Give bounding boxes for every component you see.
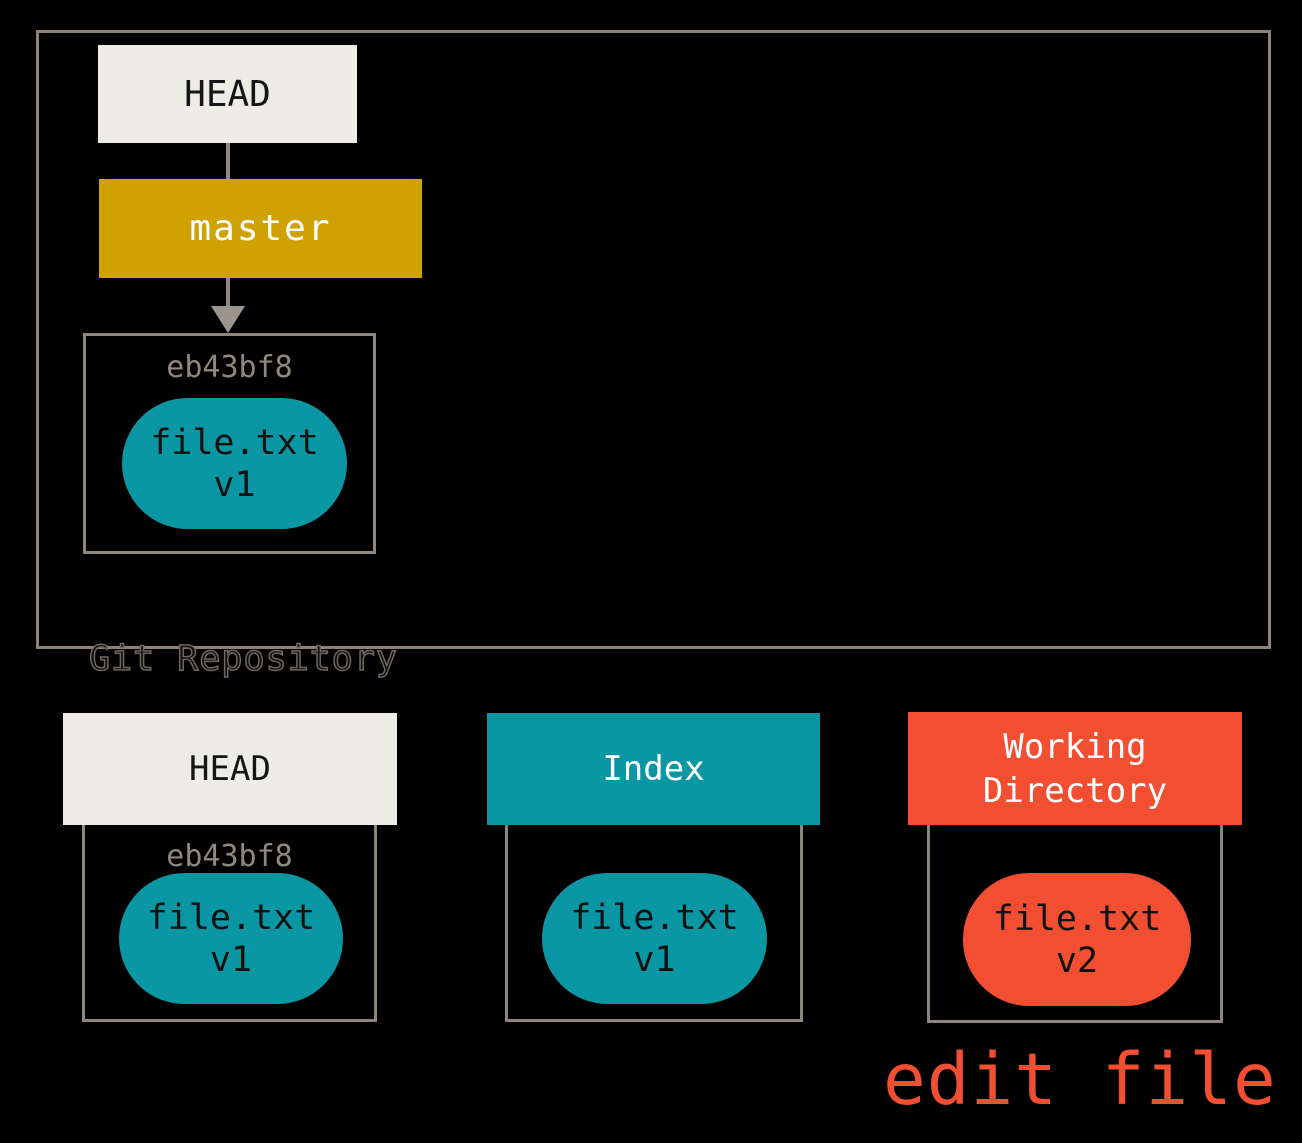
column-header-head: HEAD bbox=[63, 713, 397, 825]
commit-file-pill: file.txt v1 bbox=[122, 398, 347, 529]
file-version: v1 bbox=[213, 464, 256, 505]
file-name: file.txt bbox=[150, 422, 319, 463]
file-version: v1 bbox=[633, 939, 676, 980]
working-directory-file-pill: file.txt v2 bbox=[963, 873, 1191, 1006]
head-ref-box: HEAD bbox=[98, 45, 357, 143]
column-container-working-directory: file.txt v2 bbox=[927, 822, 1223, 1023]
column-header-index: Index bbox=[487, 713, 820, 825]
column-container-index: file.txt v1 bbox=[505, 822, 803, 1022]
commit-box: eb43bf8 file.txt v1 bbox=[83, 333, 376, 554]
head-file-pill: file.txt v1 bbox=[119, 873, 343, 1004]
commit-hash-label: eb43bf8 bbox=[166, 350, 293, 385]
file-version: v1 bbox=[209, 939, 253, 980]
file-name: file.txt bbox=[992, 898, 1162, 939]
arrowhead-down-icon bbox=[211, 306, 245, 333]
head-to-master-connector bbox=[226, 143, 230, 181]
index-file-pill: file.txt v1 bbox=[542, 873, 767, 1004]
master-to-commit-connector bbox=[226, 278, 230, 308]
column-container-head: eb43bf8 file.txt v1 bbox=[82, 822, 377, 1022]
column-header-working-directory: Working Directory bbox=[908, 712, 1242, 825]
file-name: file.txt bbox=[146, 897, 316, 938]
edit-file-caption: edit file bbox=[883, 1038, 1277, 1121]
git-repository-label: Git Repository bbox=[88, 638, 399, 680]
git-repository-box: Git Repository bbox=[36, 30, 1271, 680]
file-version: v2 bbox=[1055, 940, 1099, 981]
file-name: file.txt bbox=[570, 897, 739, 938]
commit-hash-label: eb43bf8 bbox=[166, 839, 293, 874]
master-branch-box: master bbox=[99, 179, 422, 278]
